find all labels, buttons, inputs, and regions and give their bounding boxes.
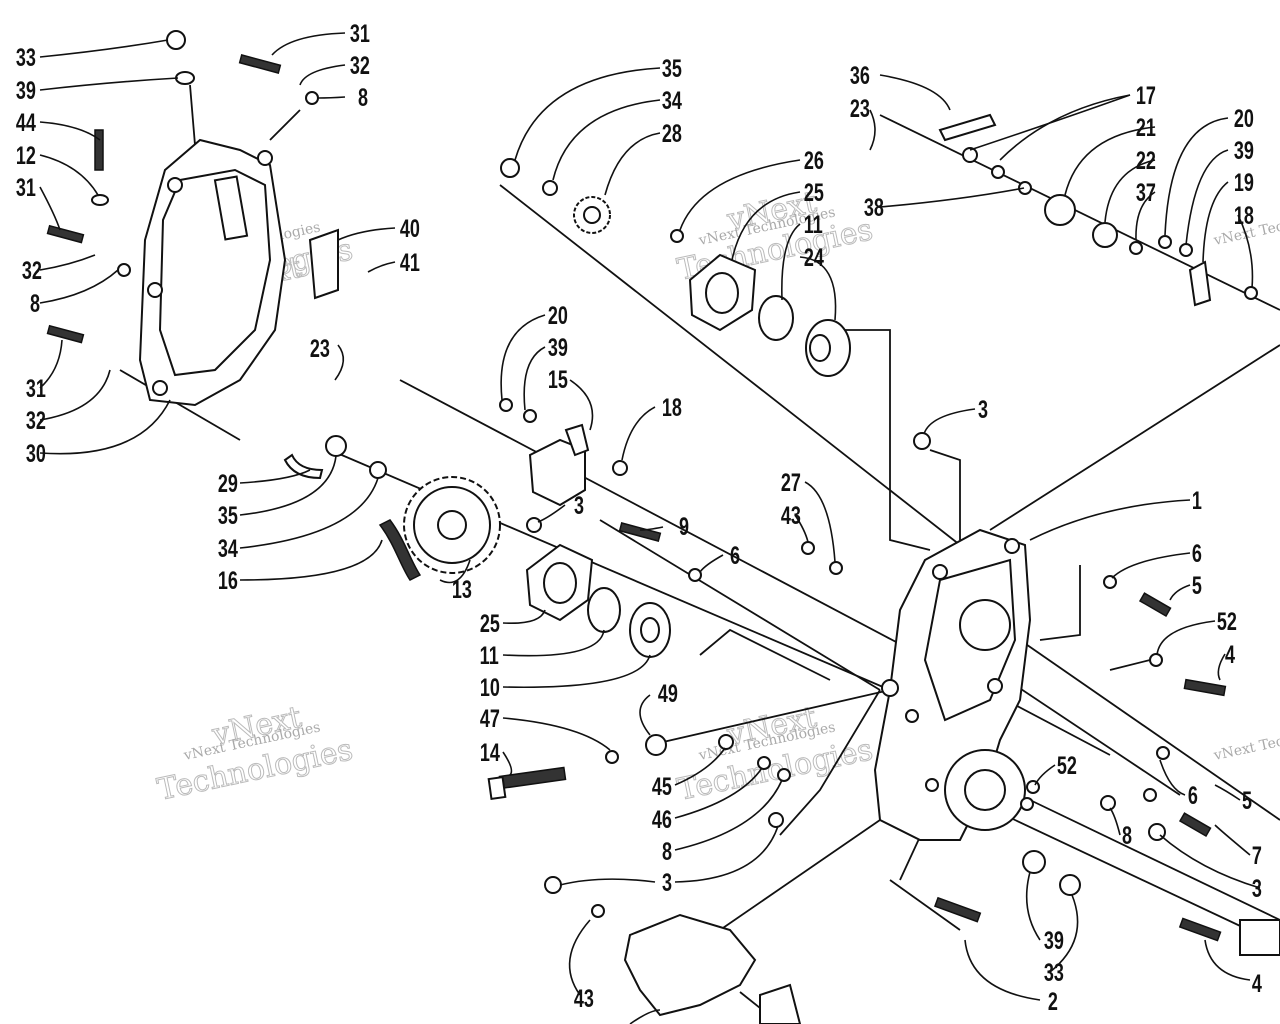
callout-31: 31 [16, 173, 36, 202]
callout-5: 5 [1192, 571, 1202, 600]
callout-28: 28 [662, 119, 682, 148]
parts [46, 30, 1280, 1024]
callout-10: 10 [480, 673, 500, 702]
callout-47: 46 [652, 805, 672, 834]
callout-31: 31 [26, 374, 46, 403]
callout-4: 4 [1252, 969, 1262, 998]
callout-6: 6 [730, 541, 740, 570]
callout-13: 13 [452, 575, 472, 604]
callout-34: 34 [218, 534, 238, 563]
callout-8: 8 [358, 83, 368, 112]
callout-32: 32 [22, 256, 42, 285]
callout-6: 6 [1192, 539, 1202, 568]
callout-26: 26 [804, 146, 824, 175]
callout-41: 40 [400, 214, 420, 243]
callout-46: 45 [652, 772, 672, 801]
callout-32: 32 [350, 51, 370, 80]
callout-35: 35 [662, 54, 682, 83]
callout-52: 52 [1217, 607, 1237, 636]
callout-39: 39 [548, 333, 568, 362]
callout-22: 22 [1136, 146, 1156, 175]
callout-24: 24 [804, 243, 824, 272]
callout-34: 34 [662, 86, 682, 115]
callout-17: 17 [1136, 81, 1156, 110]
callout-18: 18 [662, 393, 682, 422]
callout-49: 47 [480, 704, 500, 733]
callout-3: 3 [978, 395, 988, 424]
callout-25: 25 [804, 178, 824, 207]
callout-3: 3 [574, 491, 584, 520]
callout-15: 15 [548, 365, 568, 394]
callout-38: 38 [864, 193, 884, 222]
callout-52: 52 [1057, 751, 1077, 780]
callout-45: 44 [16, 108, 36, 137]
callout-14: 14 [480, 738, 500, 767]
callout-5: 5 [1242, 786, 1252, 815]
callout-19: 19 [1234, 168, 1254, 197]
callout-36: 36 [850, 61, 870, 90]
callout-20: 20 [1234, 104, 1254, 133]
callout-29: 29 [218, 469, 238, 498]
lower-bracket [623, 913, 757, 1017]
callout-3: 3 [1252, 874, 1262, 903]
callout-42: 41 [400, 248, 420, 277]
callout-31: 31 [350, 19, 370, 48]
callout-39: 39 [1234, 136, 1254, 165]
callout-8: 8 [30, 289, 40, 318]
callout-25: 25 [480, 609, 500, 638]
callout-20: 20 [548, 301, 568, 330]
callout-labels: 33 39 44 12 31 32 8 31 32 30 31 32 8 40 … [16, 19, 1262, 1016]
callout-3: 3 [662, 868, 672, 897]
callout-23: 23 [850, 94, 870, 123]
callout-33: 33 [1044, 958, 1064, 987]
watermark-text: vNext Technologies [1212, 719, 1280, 764]
callout-21: 21 [1136, 113, 1156, 142]
callout-23: 23 [310, 334, 330, 363]
callout-37: 37 [1136, 178, 1156, 207]
callout-8: 8 [662, 837, 672, 866]
callout-9: 9 [679, 512, 689, 541]
callout-27: 27 [781, 468, 801, 497]
callout-11: 11 [480, 641, 499, 670]
callout-33: 33 [16, 43, 36, 72]
callout-35: 35 [218, 501, 238, 530]
callout-51: 49 [658, 679, 678, 708]
callout-11: 11 [804, 210, 823, 239]
callout-7: 7 [1252, 841, 1262, 870]
callout-40: 39 [1044, 926, 1064, 955]
callout-12: 12 [16, 141, 36, 170]
callout-8: 8 [1122, 821, 1132, 850]
leader-lines [39, 32, 1261, 1024]
callout-1: 1 [1192, 486, 1202, 515]
callout-2: 2 [1048, 987, 1058, 1016]
callout-43: 43 [574, 984, 594, 1013]
callout-40: 39 [16, 76, 36, 105]
callout-6: 6 [1188, 781, 1198, 810]
callout-44: 43 [781, 501, 801, 530]
callout-32: 32 [26, 406, 46, 435]
callout-4: 4 [1225, 640, 1235, 669]
callout-16: 16 [218, 566, 238, 595]
callout-18: 18 [1234, 201, 1254, 230]
callout-30: 30 [26, 439, 46, 468]
